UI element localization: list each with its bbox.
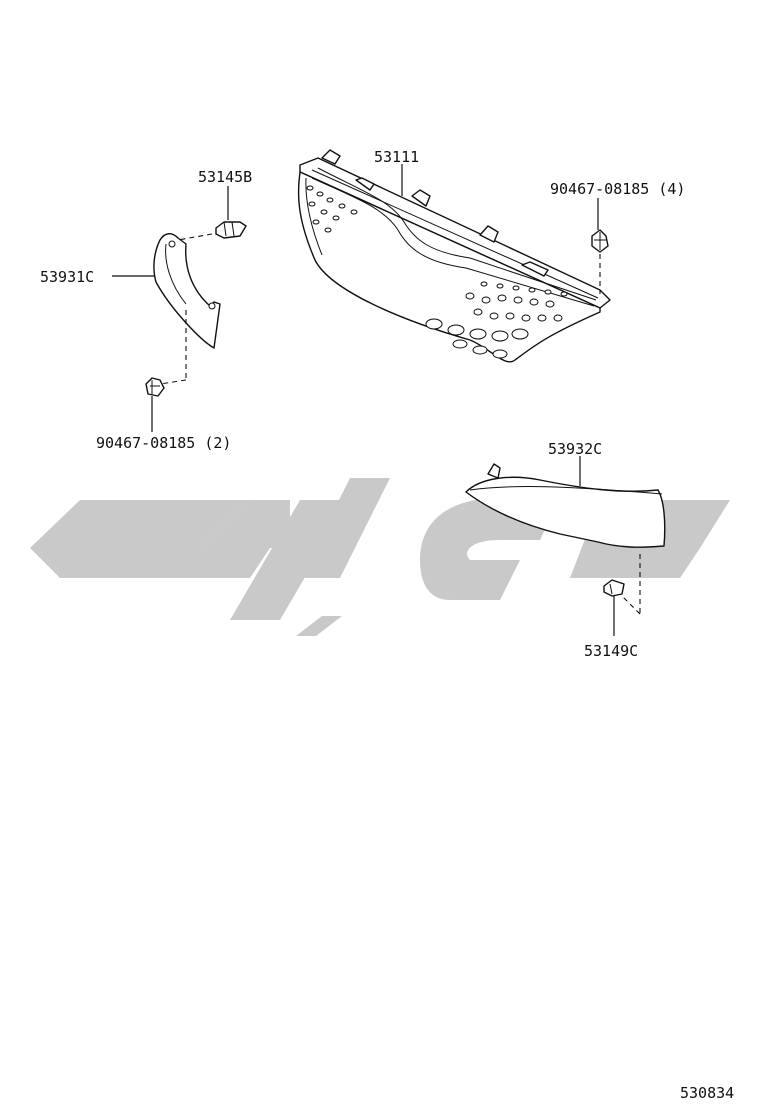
assembly-line-53145b [177,233,213,241]
label-53111: 53111 [374,148,419,166]
clip-53145b [215,221,247,239]
radiator-grille-53111 [297,149,611,363]
label-53149c: 53149C [584,642,638,660]
assembly-line-53931c-b [159,379,187,385]
label-53931c: 53931C [40,268,94,286]
label-53145b: 53145B [198,168,252,186]
clip-90467-08185-right [591,229,609,253]
molding-right-53932c [465,463,666,548]
label-53932c: 53932C [548,440,602,458]
label-90467-08185-left: 90467-08185 (2) [96,434,231,452]
label-90467-08185-right: 90467-08185 (4) [550,180,685,198]
brand-watermark-logo [30,478,730,636]
clip-90467-08185-left [145,377,165,397]
molding-left-53931c [153,233,221,349]
grille-vent-holes [306,185,568,359]
assembly-line-53932c-b [621,595,641,615]
figure-number: 530834 [680,1084,734,1102]
clip-53149c [603,579,625,597]
